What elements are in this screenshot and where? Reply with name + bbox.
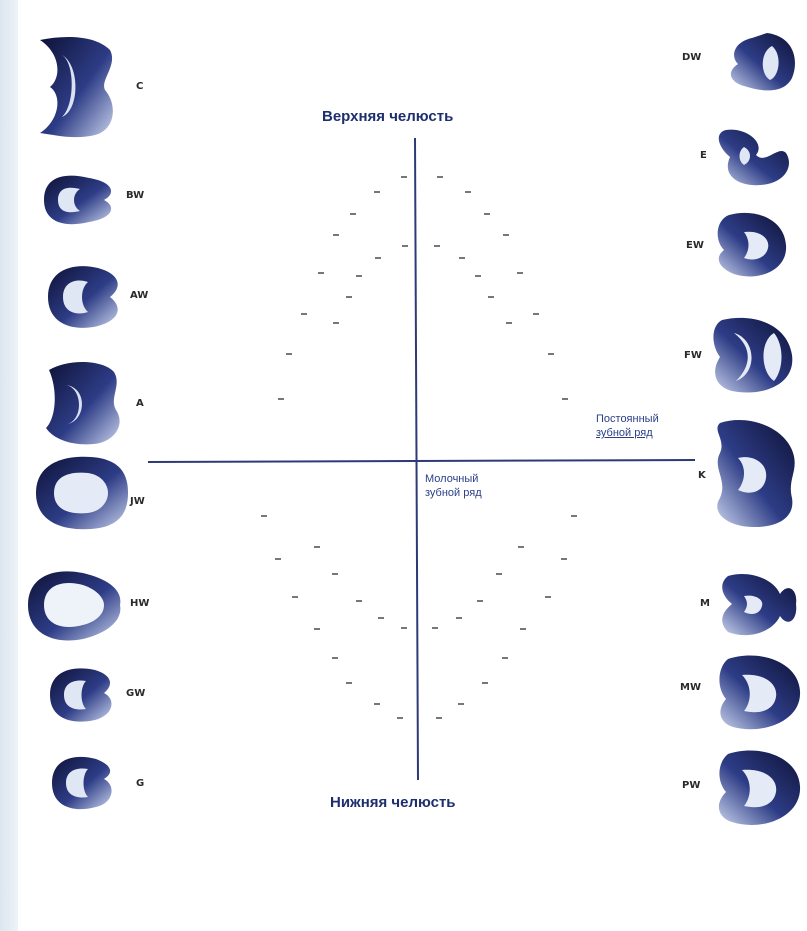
right-form-label: M — [700, 598, 710, 609]
left-form-label: GW — [126, 688, 145, 699]
arch-form-shape-aw-icon — [48, 266, 118, 328]
left-form-label: JW — [130, 496, 145, 507]
arch-form-shape-jw-icon — [36, 457, 128, 529]
primary-note-line-2: зубной ряд — [425, 486, 482, 500]
arch-form-shape-bw-icon — [44, 176, 111, 225]
lower-arch-dots — [261, 515, 577, 719]
arch-form-shape-e-icon — [719, 130, 789, 186]
permanent-note-line-1: Постоянный — [596, 412, 659, 426]
right-form-label: FW — [684, 350, 702, 361]
vertical-axis — [415, 138, 418, 780]
left-form-label: HW — [130, 598, 149, 609]
arch-form-shape-fw-icon — [713, 318, 792, 393]
upper-jaw-title: Верхняя челюсть — [322, 108, 453, 125]
arch-form-shape-pw-icon — [719, 751, 800, 825]
arch-form-shape-hw-icon — [28, 571, 120, 640]
arch-form-shape-gw-icon — [50, 668, 111, 721]
primary-note-line-1: Молочный — [425, 472, 482, 486]
left-form-label: AW — [130, 290, 148, 301]
right-form-label: K — [698, 470, 706, 481]
permanent-note-line-2: зубной ряд — [596, 426, 659, 440]
right-form-label: MW — [680, 682, 701, 693]
lower-jaw-title: Нижняя челюсть — [330, 794, 456, 811]
arch-form-shape-dw-icon — [731, 33, 795, 90]
right-form-label: EW — [686, 240, 704, 251]
arch-form-shape-m-icon — [722, 574, 796, 635]
arch-form-shape-a-icon — [46, 362, 120, 444]
left-form-label: BW — [126, 190, 144, 201]
left-form-label: C — [136, 81, 143, 92]
arch-form-shape-g-icon — [52, 757, 112, 809]
right-form-label: DW — [682, 52, 701, 63]
right-form-label: PW — [682, 780, 700, 791]
arch-form-shape-mw-icon — [719, 656, 800, 730]
right-form-label: E — [700, 150, 707, 161]
arch-form-shape-c-icon — [40, 37, 113, 137]
arch-form-shape-k-icon — [717, 420, 794, 527]
upper-arch-dots — [278, 176, 568, 400]
horizontal-axis — [148, 460, 695, 462]
primary-dentition-note: Молочный зубной ряд — [425, 472, 482, 500]
left-form-label: A — [136, 398, 144, 409]
arch-form-shape-ew-icon — [718, 213, 786, 277]
left-form-label: G — [136, 778, 144, 789]
permanent-dentition-note: Постоянный зубной ряд — [596, 412, 659, 440]
